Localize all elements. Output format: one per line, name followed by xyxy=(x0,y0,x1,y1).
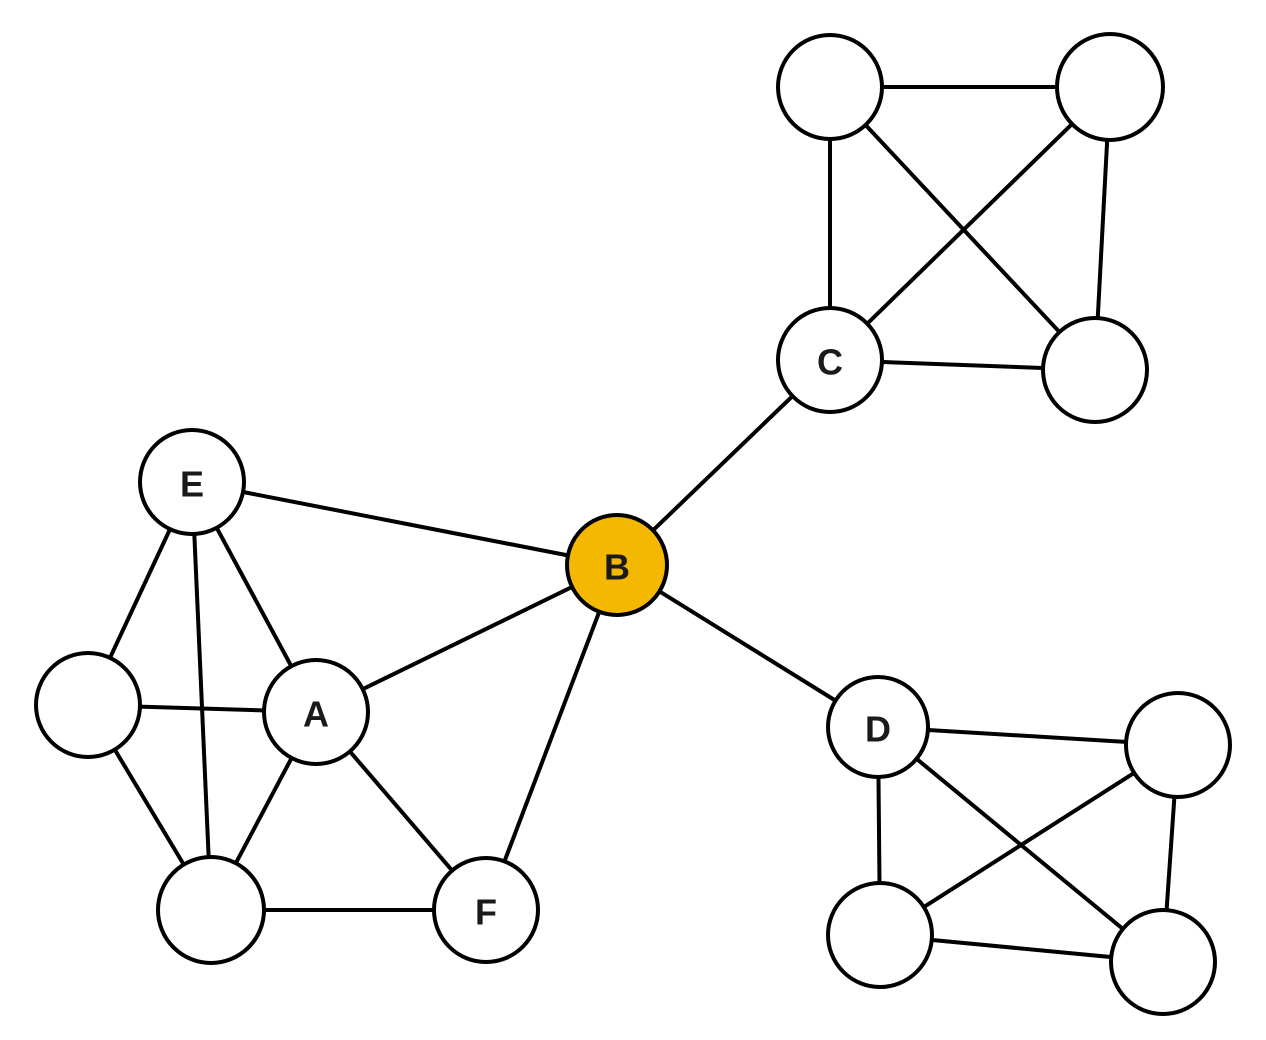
node-circle-A xyxy=(262,658,370,766)
node-A: A xyxy=(262,658,370,766)
node-F: F xyxy=(432,856,540,964)
edge-A-B xyxy=(314,563,619,714)
edge-E-B xyxy=(190,480,619,567)
node-label-B: B xyxy=(604,547,630,588)
edge-c2-C xyxy=(828,85,1112,362)
node-d2 xyxy=(826,881,934,989)
node-d3 xyxy=(1109,908,1217,1016)
node-circle-D xyxy=(826,675,930,779)
node-d1 xyxy=(1124,691,1232,799)
node-label-F: F xyxy=(475,892,497,933)
node-l2 xyxy=(156,855,266,965)
node-B: B xyxy=(565,513,669,617)
edge-E-l2 xyxy=(190,480,213,912)
node-circle-l2 xyxy=(156,855,266,965)
node-circle-d1 xyxy=(1124,691,1232,799)
edge-d1-d2 xyxy=(878,743,1180,937)
node-c3 xyxy=(1041,316,1149,424)
node-circle-B xyxy=(565,513,669,617)
nodes-layer: B C D E A F xyxy=(34,32,1232,1016)
node-circle-c3 xyxy=(1041,316,1149,424)
node-C: C xyxy=(776,306,884,414)
node-circle-C xyxy=(776,306,884,414)
node-circle-d3 xyxy=(1109,908,1217,1016)
node-circle-c1 xyxy=(776,33,884,141)
node-circle-c2 xyxy=(1055,32,1165,142)
node-circle-d2 xyxy=(826,881,934,989)
node-label-C: C xyxy=(817,342,843,383)
node-c1 xyxy=(776,33,884,141)
node-D: D xyxy=(826,675,930,779)
edge-F-B xyxy=(484,563,619,912)
node-circle-F xyxy=(432,856,540,964)
node-E: E xyxy=(138,428,246,536)
node-label-A: A xyxy=(303,694,329,735)
node-circle-E xyxy=(138,428,246,536)
node-label-D: D xyxy=(865,709,891,750)
node-l1 xyxy=(34,651,142,759)
node-label-E: E xyxy=(180,464,204,505)
node-circle-l1 xyxy=(34,651,142,759)
node-c2 xyxy=(1055,32,1165,142)
